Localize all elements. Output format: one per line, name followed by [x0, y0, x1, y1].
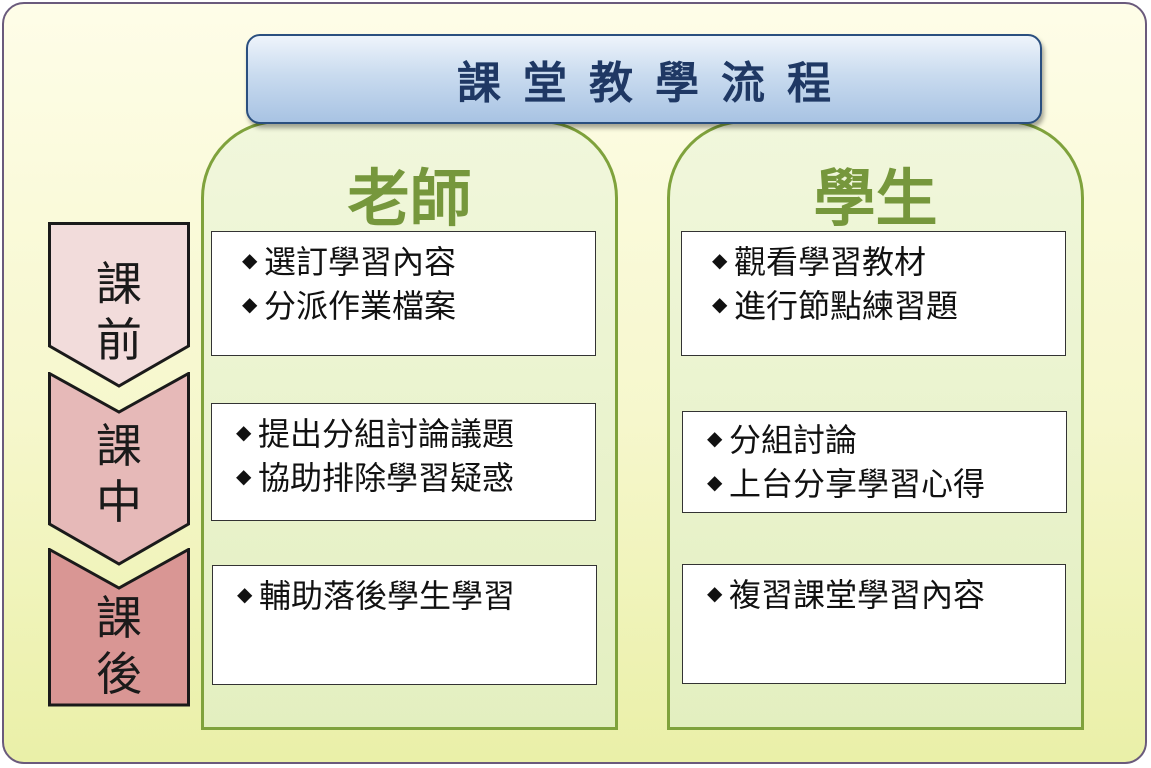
list-item: ◆選訂學習內容: [242, 243, 457, 281]
student-column-title: 學生: [813, 162, 938, 235]
list-item: ◆進行節點練習題: [712, 287, 959, 325]
stage-label-line1: 課: [96, 591, 142, 645]
diamond-bullet-icon: ◆: [237, 582, 253, 606]
stage-label-line2: 後: [96, 647, 142, 701]
list-item: ◆提出分組討論議題: [236, 415, 515, 453]
stage-label-line2: 前: [96, 313, 142, 367]
diamond-bullet-icon: ◆: [712, 292, 728, 316]
teacher-before-class-box: ◆選訂學習內容 ◆分派作業檔案: [211, 231, 596, 356]
diamond-bullet-icon: ◆: [712, 248, 728, 272]
stage-label-line1: 課: [96, 257, 142, 311]
list-item: ◆觀看學習教材: [712, 243, 927, 281]
diamond-bullet-icon: ◆: [707, 426, 723, 450]
title-banner: 課堂教學流程: [246, 34, 1042, 124]
stage-chevron-after: [48, 548, 190, 707]
chevron-shape: [48, 548, 190, 707]
teacher-during-class-box: ◆提出分組討論議題 ◆協助排除學習疑惑: [211, 403, 596, 521]
diagram-title: 課堂教學流程: [457, 58, 853, 109]
list-item: ◆分派作業檔案: [242, 287, 457, 325]
stage-chevron-before: [48, 222, 190, 388]
list-item: ◆複習課堂學習內容: [707, 576, 986, 614]
diamond-bullet-icon: ◆: [236, 420, 252, 444]
teacher-after-class-box: ◆輔助落後學生學習: [212, 565, 597, 685]
stage-during-class: 課 中: [48, 372, 190, 566]
list-item: ◆輔助落後學生學習: [237, 577, 516, 615]
stage-chevron-during: [48, 372, 190, 566]
diamond-bullet-icon: ◆: [242, 292, 258, 316]
diamond-bullet-icon: ◆: [236, 464, 252, 488]
diamond-bullet-icon: ◆: [707, 470, 723, 494]
student-during-class-box: ◆分組討論 ◆上台分享學習心得: [682, 411, 1067, 513]
chevron-shape: [48, 372, 190, 566]
stage-label-line1: 課: [96, 419, 142, 473]
list-item: ◆上台分享學習心得: [707, 465, 986, 503]
chevron-shape: [48, 222, 190, 388]
student-after-class-box: ◆複習課堂學習內容: [682, 564, 1066, 684]
diamond-bullet-icon: ◆: [242, 248, 258, 272]
stage-after-class: 課 後: [48, 548, 190, 708]
student-before-class-box: ◆觀看學習教材 ◆進行節點練習題: [681, 231, 1066, 356]
stage-before-class: 課 前: [48, 222, 190, 388]
list-item: ◆分組討論: [707, 421, 858, 459]
diamond-bullet-icon: ◆: [707, 581, 723, 605]
teacher-column-title: 老師: [347, 162, 472, 235]
list-item: ◆協助排除學習疑惑: [236, 459, 515, 497]
stage-label-line2: 中: [96, 475, 142, 529]
